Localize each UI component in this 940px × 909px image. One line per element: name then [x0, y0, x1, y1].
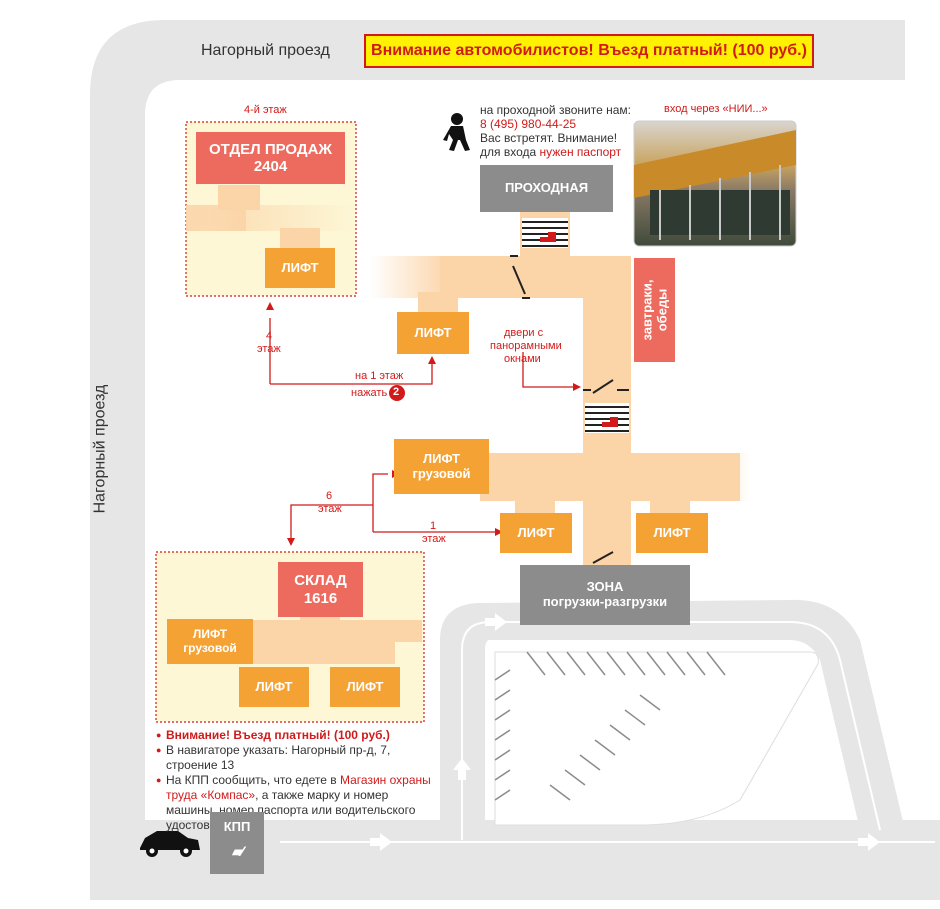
checkpoint-box: ПРОХОДНАЯ — [480, 165, 613, 212]
lift-a: ЛИФТ — [500, 513, 572, 553]
floor4-caption: 4-й этаж — [244, 104, 287, 116]
person-icon — [443, 113, 470, 151]
floor4-lift: ЛИФТ — [265, 248, 335, 288]
doors-note-3: окнами — [504, 353, 541, 365]
badge-circle — [389, 385, 405, 401]
entrance-photo — [633, 120, 797, 247]
freight-lift-line1: ЛИФТ — [422, 450, 460, 466]
loading-zone-line2: погрузки-разгрузки — [542, 594, 668, 609]
contact-line1: на проходной звоните нам: — [480, 103, 631, 117]
checkpoint-label: ПРОХОДНАЯ — [504, 180, 589, 196]
lift-b-label: ЛИФТ — [653, 524, 691, 540]
road-bottom — [145, 820, 940, 900]
floor1-route-line2: нажать — [351, 387, 388, 399]
warehouse-title: СКЛАД — [294, 572, 347, 590]
contact-line4: для входа нужен паспорт — [480, 145, 621, 159]
note-item-3-a: На КПП сообщить, что едете в — [166, 773, 340, 787]
corridors — [370, 212, 750, 566]
lane-marking-v — [461, 621, 881, 840]
car-icon — [140, 831, 200, 857]
street-label-top: Нагорный проезд — [201, 42, 330, 59]
floor1b-route-word: этаж — [422, 533, 446, 545]
note-item-3-red: Магазин охраны труда «Компас» — [166, 773, 431, 802]
contact-line3: Вас встретят. Внимание! — [480, 131, 618, 145]
warning-banner-text: Внимание автомобилистов! Въезд платный! … — [371, 41, 807, 59]
entrance-photo-caption: вход через «НИИ...» — [664, 103, 768, 115]
warehouse-lift-2-label: ЛИФТ — [346, 678, 384, 694]
floor1b-route-num: 1 — [430, 520, 437, 532]
loading-zone-line1: ЗОНА — [586, 579, 624, 595]
note-item-1: Внимание! Въезд платный! (100 руб.) — [156, 728, 436, 743]
warehouse-freight-line1: ЛИФТ — [192, 626, 228, 641]
floor4-route-word: этаж — [257, 343, 281, 355]
note-item-3: На КПП сообщить, что едете в Магазин охр… — [156, 773, 436, 833]
cafe-box: завтраки, обеды — [634, 258, 675, 362]
central-lift-label: ЛИФТ — [414, 324, 452, 340]
warehouse-lift-1: ЛИФТ — [239, 667, 309, 707]
stairs-icon — [522, 218, 568, 248]
loading-zone: ЗОНА погрузки-разгрузки — [520, 565, 690, 625]
roads — [90, 20, 940, 900]
warehouse-lift-1-label: ЛИФТ — [255, 678, 293, 694]
contact-line4-prefix: для входа — [480, 145, 540, 159]
barrier-icon: ▰⁄⁄ — [232, 842, 244, 859]
stairs-icon-2 — [585, 403, 629, 433]
sales-office-number: 2404 — [253, 158, 288, 175]
note-item-2: В навигаторе указать: Нагорный пр-д, 7, … — [156, 743, 436, 773]
floor4-route-num: 4 — [266, 330, 273, 342]
central-lift: ЛИФТ — [397, 312, 469, 354]
sales-office: ОТДЕЛ ПРОДАЖ 2404 — [196, 132, 345, 184]
warehouse-box: СКЛАД 1616 — [278, 562, 363, 617]
kpp-box: КПП ▰⁄⁄ — [210, 812, 264, 874]
sales-office-title: ОТДЕЛ ПРОДАЖ — [209, 140, 332, 158]
parking-island — [494, 651, 819, 826]
floor1-route-badge: 2 — [393, 386, 400, 398]
contact-phone: 8 (495) 980-44-25 — [480, 117, 577, 131]
doors-note-1: двери с — [504, 327, 544, 339]
warning-banner: Внимание автомобилистов! Въезд платный! … — [364, 34, 814, 68]
contact-line4-red: нужен паспорт — [539, 145, 622, 159]
cafe-label: завтраки, обеды — [639, 279, 670, 341]
floor6-route-word: этаж — [318, 503, 342, 515]
floor1-route-line1: на 1 этаж — [355, 370, 404, 382]
floor4-lift-label: ЛИФТ — [281, 259, 319, 275]
freight-lift-line2: грузовой — [412, 465, 471, 481]
road-arrows — [370, 613, 880, 851]
kpp-label: КПП — [223, 819, 251, 834]
warehouse-lift-2: ЛИФТ — [330, 667, 400, 707]
street-label-left: Нагорный проезд — [91, 384, 109, 514]
lift-b: ЛИФТ — [636, 513, 708, 553]
lift-a-label: ЛИФТ — [517, 524, 555, 540]
freight-lift: ЛИФТ грузовой — [394, 439, 489, 494]
doors-note-2: панорамными — [490, 340, 562, 352]
notes-list: Внимание! Въезд платный! (100 руб.) В на… — [156, 728, 436, 833]
door-icons — [510, 255, 629, 567]
floor6-route-num: 6 — [326, 490, 333, 502]
parking-stalls — [494, 651, 726, 801]
warehouse-freight-line2: грузовой — [183, 640, 237, 655]
route-lines — [269, 318, 575, 540]
warehouse-number: 1616 — [303, 589, 338, 607]
warehouse-freight-lift: ЛИФТ грузовой — [167, 619, 253, 664]
